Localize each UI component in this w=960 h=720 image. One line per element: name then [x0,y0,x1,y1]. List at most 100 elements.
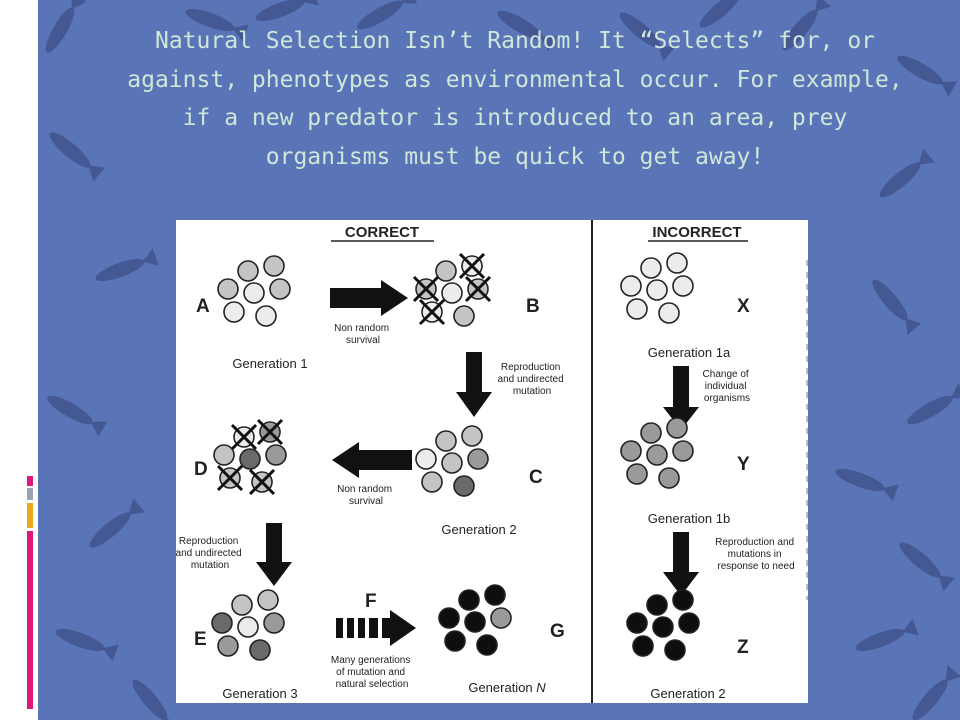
arrow-label-line: Reproduction [501,362,560,373]
organism-circle [476,634,498,656]
organism-circle [490,607,512,629]
generation-n-italic: N [536,680,546,695]
organism-circle [217,278,239,300]
fish-icon [49,132,105,182]
organism-circle [421,471,443,493]
fish-icon [89,498,145,548]
fish-icon [699,0,741,28]
arrow-label-line: Non random [337,484,392,495]
fish-icon [782,0,832,51]
organism-circles [211,252,700,661]
organism-circle [626,463,648,485]
fish-icon [912,665,960,720]
fish-icon [132,679,182,720]
organism-circle [666,417,688,439]
organism-circle [658,302,680,324]
organism-circle [458,589,480,611]
organism-circle [444,630,466,652]
fish-icon [897,55,958,97]
fish-icon [872,279,922,335]
arrow-label-non-random-1: Non random survival [334,323,392,346]
organism-circle [441,452,463,474]
population-z [626,589,700,661]
organism-circle [461,425,483,447]
organism-circle [257,589,279,611]
population-e [211,589,285,661]
organism-circle [255,305,277,327]
organism-circle [620,275,642,297]
organism-circle [646,279,668,301]
label-c: C [529,467,543,488]
organism-circle [626,298,648,320]
label-x: X [737,296,750,317]
organism-circle [640,257,662,279]
arrow-label-line: Non random [334,323,389,334]
selection-figure: CORRECT INCORRECT A B C D E F G X Y Z Ge… [176,220,808,703]
arrow-label-line: survival [346,335,380,346]
down-arrow-bc [456,352,492,417]
organism-circle [223,301,245,323]
generation-2-incorrect-label: Generation 2 [650,686,725,701]
arrow-label-line: survival [349,496,383,507]
arrow-label-reproduction-1: Reproduction and undirected mutation [498,362,567,397]
organism-circle [217,635,239,657]
label-f: F [365,591,377,612]
population-a [217,255,291,327]
organism-circle [239,448,261,470]
label-a: A [196,296,210,317]
organism-circle [263,612,285,634]
population-y [620,417,694,489]
fish-icon [835,468,899,502]
arrow-label-line: organisms [704,393,750,404]
organism-circle [211,612,233,634]
organism-circle [464,611,486,633]
generation-1-label: Generation 1 [232,356,307,371]
arrow-label-line: Reproduction and [715,537,794,548]
down-arrow-xy [663,366,699,430]
organism-circle [640,422,662,444]
slide-title: Natural Selection Isn’t Random! It “Sele… [127,28,917,170]
fish-icon [879,148,935,198]
organism-circle [672,589,694,611]
organism-circle [213,444,235,466]
down-arrow-yz [663,532,699,596]
organism-circle [658,467,680,489]
eliminated-x-mark [248,468,276,496]
population-b [412,252,492,327]
organism-circle [620,440,642,462]
arrow-label-line: and undirected [176,548,242,559]
arrow-label-reproduction-2: Reproduction and undirected mutation [176,536,244,571]
organism-circle [435,260,457,282]
label-g: G [550,621,565,642]
generation-1a-label: Generation 1a [648,345,731,360]
organism-circle [415,448,437,470]
fish-icon [185,8,249,42]
fish-icon [357,0,418,30]
organism-circle [652,616,674,638]
organism-circle [666,252,688,274]
generation-2-label: Generation 2 [441,522,516,537]
generation-1b-label: Generation 1b [648,511,730,526]
fish-icon [619,12,675,62]
accent-pink-1 [27,476,33,486]
label-y: Y [737,454,750,475]
fish-icon [55,628,119,662]
dashed-arrow-ef [336,610,416,646]
organism-circle [453,475,475,497]
organism-circle [237,616,259,638]
organism-circle [265,444,287,466]
label-d: D [194,459,208,480]
fish-icon [899,542,955,592]
fish-icon [497,10,558,52]
fish-icon [907,383,960,425]
organism-circle [678,612,700,634]
accent-gold [27,503,33,528]
population-x [620,252,694,324]
organism-circle [646,444,668,466]
arrow-label-line: of mutation and [336,667,405,678]
organism-circle [438,607,460,629]
arrow-label-line: mutations in [728,549,782,560]
arrow-label-many-generations: Many generations of mutation and natural… [331,655,413,690]
organism-circle [243,282,265,304]
